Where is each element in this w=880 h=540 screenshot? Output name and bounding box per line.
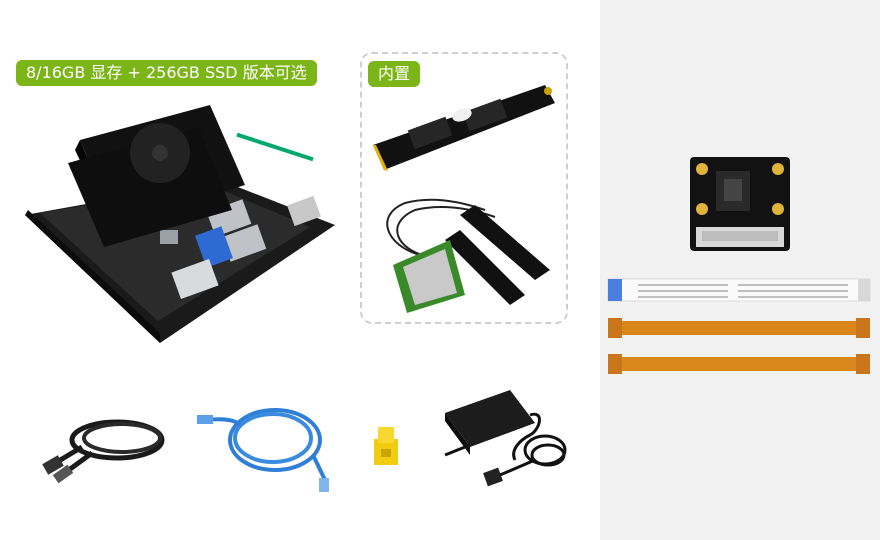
builtin-components-box: [360, 52, 568, 324]
flex-cable-bottom-icon: [608, 354, 870, 374]
dev-board-icon: [25, 105, 335, 343]
builtin-badge: 内置: [368, 61, 421, 87]
jumper-cap-icon: [374, 427, 398, 465]
power-adapter-icon: [444, 390, 567, 487]
wifi-card-icon: [386, 198, 550, 313]
flex-cable-top-icon: [608, 318, 870, 338]
camera-module-icon: [690, 157, 790, 251]
accessory-panel: [600, 0, 880, 540]
fpc-cable-icon: [607, 278, 871, 302]
ethernet-cable-icon: [197, 408, 329, 492]
m2-ssd-icon: [373, 85, 555, 171]
storage-options-badge: 8/16GB 显存 + 256GB SSD 版本可选: [16, 60, 317, 86]
usb-cable-icon: [42, 419, 165, 484]
